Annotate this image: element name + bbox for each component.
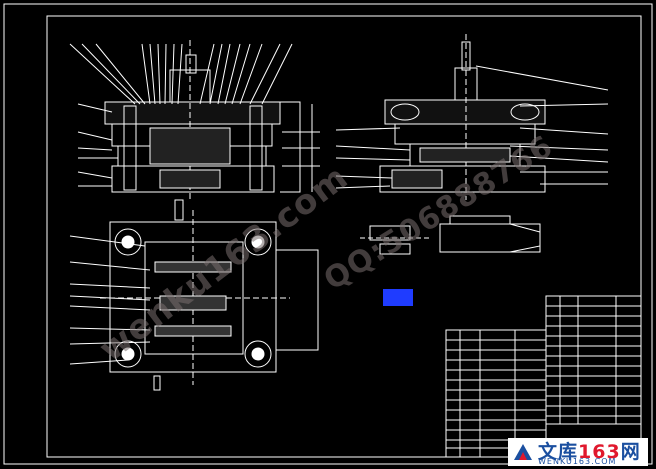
blue-annotation-block: [383, 289, 413, 306]
logo-suffix: 网: [620, 441, 641, 463]
front-view: [69, 40, 320, 200]
inner-border: [46, 15, 642, 458]
logo-number: 163: [578, 441, 621, 463]
logo-text: 文库163网: [538, 437, 641, 464]
outer-border: [3, 3, 653, 465]
detail-part: [360, 215, 541, 255]
logo-name: 文库: [538, 441, 579, 463]
logo-url: WENKU163.COM: [538, 457, 617, 466]
wenku-logo: 文库163网 WENKU163.COM: [508, 438, 648, 466]
parts-list-table: [445, 295, 642, 458]
plan-view: [69, 199, 319, 391]
wenku-logo-icon: [514, 444, 532, 460]
side-view: [335, 34, 609, 200]
